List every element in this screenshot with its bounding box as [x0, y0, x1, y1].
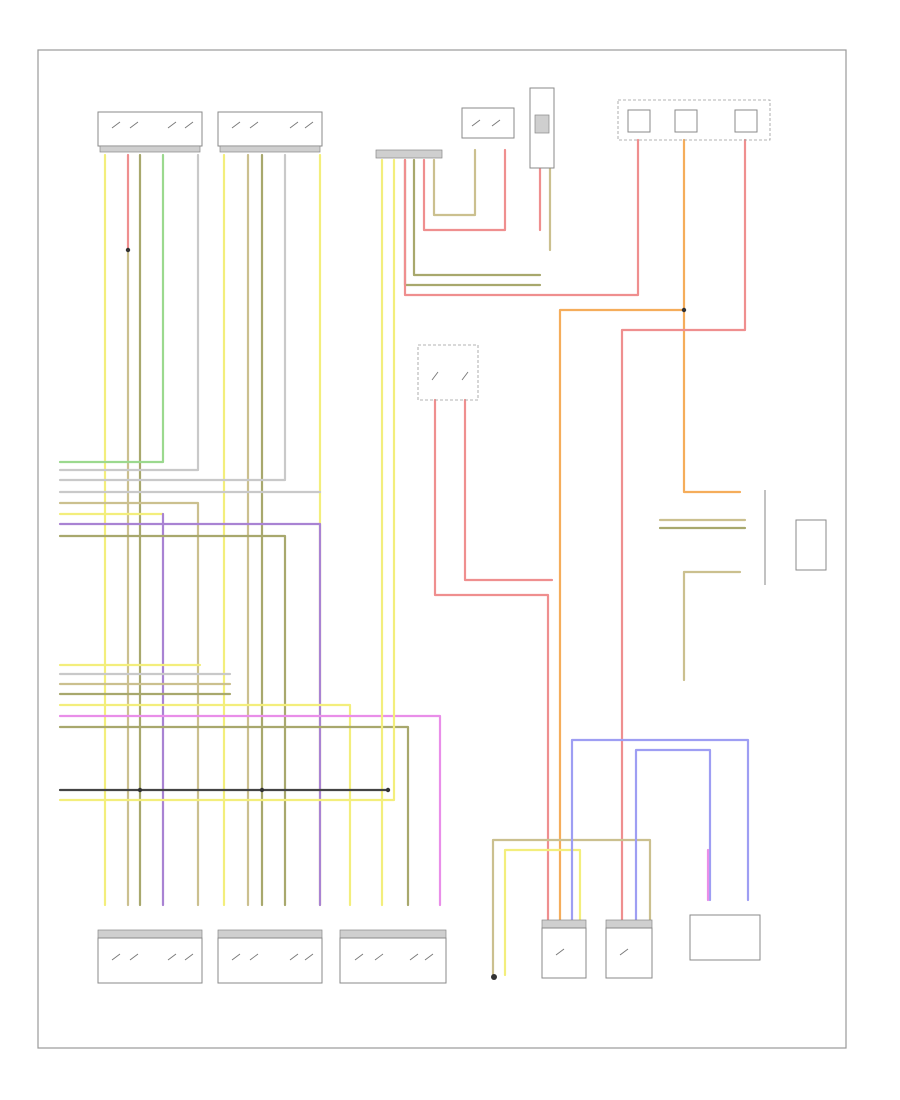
component-right-module: [764, 490, 827, 585]
wire-olive: [412, 158, 542, 277]
component-bottom-module-right: [689, 914, 761, 961]
wire-magenta: [58, 714, 442, 907]
wire-tan: [58, 501, 200, 907]
wire-olive: [58, 725, 410, 907]
wire-red: [620, 138, 747, 922]
wire-yellow: [58, 158, 396, 802]
wire-red: [433, 398, 550, 922]
wire-gray: [58, 153, 287, 482]
component-control-unit: [529, 87, 555, 169]
wire-orange: [682, 308, 742, 494]
wire-olive: [58, 534, 287, 907]
component-bottom-sensor-b: [605, 919, 653, 979]
component-center-switch: [417, 344, 479, 401]
wire-gray: [58, 153, 200, 472]
wire-blue: [570, 738, 750, 922]
component-bottom-sensor-a: [541, 919, 587, 979]
component-ground-point: [491, 974, 497, 980]
component-center-connector: [375, 149, 443, 159]
component-bottom-seat-module-b: [217, 929, 323, 984]
component-bottom-seat-module-c: [339, 929, 447, 984]
component-fuse-block: [617, 99, 771, 141]
wire-red: [463, 398, 554, 582]
wire-blue: [634, 748, 712, 922]
diagram-frame: [37, 49, 847, 1049]
wire-olive: [403, 158, 542, 287]
wire-group: [58, 138, 750, 977]
wire-yellow: [58, 703, 352, 907]
component-top-relay: [461, 107, 515, 139]
wire-green: [58, 153, 165, 464]
component-bottom-seat-module-a: [97, 929, 203, 984]
component-left-seat-module-b: [217, 111, 323, 153]
splice-nodes: [125, 247, 687, 793]
wire-yellow: [503, 848, 582, 977]
wire-tan: [432, 148, 477, 217]
wire-red: [422, 148, 507, 232]
wire-purple: [58, 522, 322, 907]
component-left-seat-module-a: [97, 111, 203, 153]
wire-red: [403, 138, 640, 297]
wire-orange: [558, 138, 686, 922]
